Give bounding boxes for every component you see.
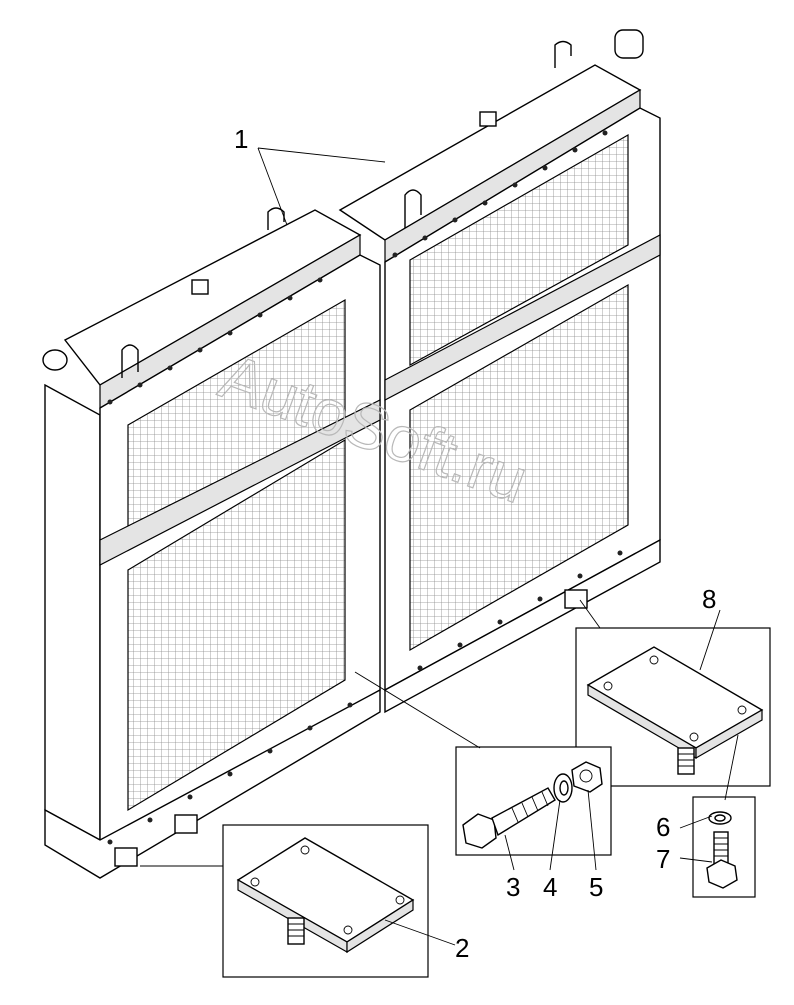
callout-labels: 1 2 3 4 5 6 7 8 xyxy=(234,124,716,963)
detail-bracket-8 xyxy=(575,627,771,787)
callout-4: 4 xyxy=(543,872,557,902)
right-radiator-section xyxy=(338,29,661,714)
detail-fastener-6-7 xyxy=(692,796,756,898)
detail-bracket-2 xyxy=(222,824,429,978)
callout-1: 1 xyxy=(234,124,248,154)
detail-fastener-set xyxy=(455,746,612,856)
header-bolts xyxy=(107,130,623,845)
callout-6: 6 xyxy=(656,812,670,842)
callout-8: 8 xyxy=(702,584,716,614)
callout-2: 2 xyxy=(455,933,469,963)
callout-7: 7 xyxy=(656,844,670,874)
leader-lines xyxy=(140,147,739,946)
callout-3: 3 xyxy=(506,872,520,902)
left-radiator-section xyxy=(42,207,381,879)
callout-5: 5 xyxy=(589,872,603,902)
